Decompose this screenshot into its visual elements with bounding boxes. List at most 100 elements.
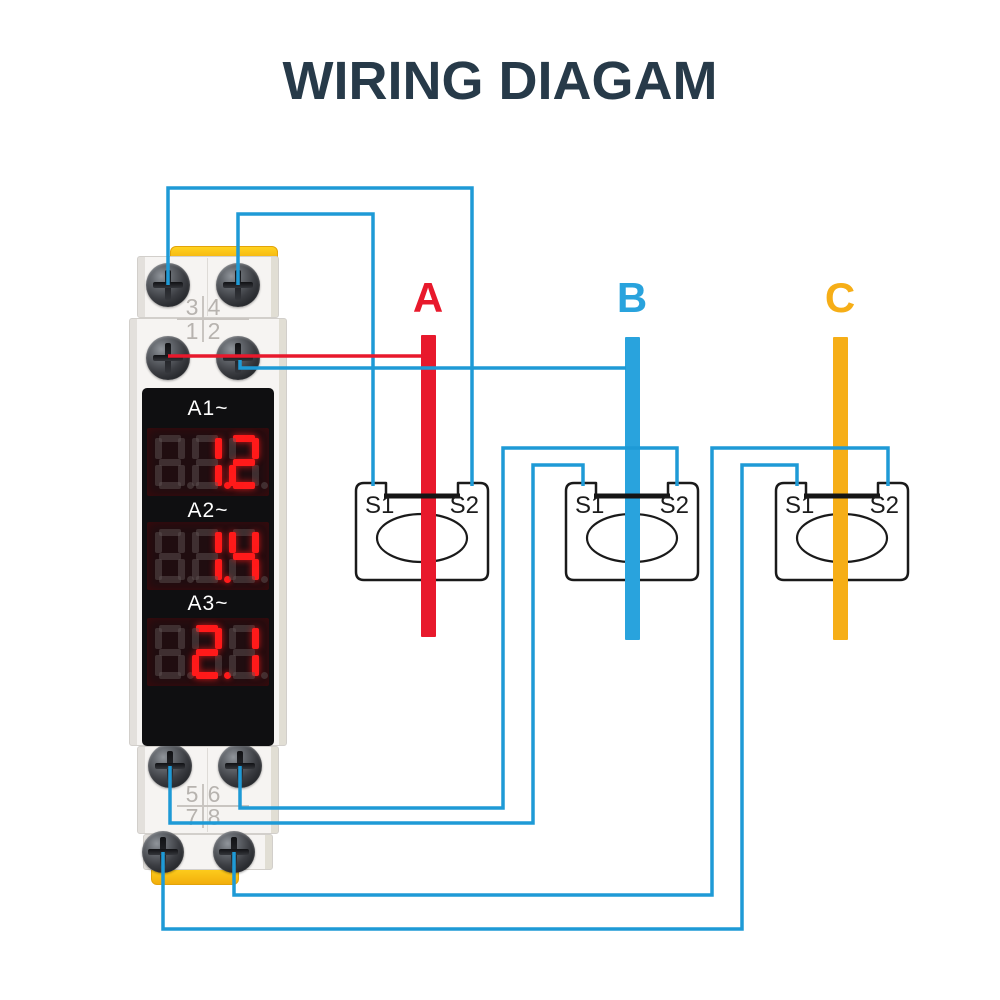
segment-b bbox=[214, 438, 222, 459]
segment-g bbox=[232, 459, 255, 466]
segment-e bbox=[228, 465, 236, 486]
segment-f bbox=[154, 628, 162, 649]
seven-seg-digit bbox=[191, 435, 231, 489]
segment-g bbox=[158, 553, 181, 560]
segment-f bbox=[228, 532, 236, 553]
ct-c-s1-label: S1 bbox=[785, 492, 814, 519]
seven-seg-digit bbox=[228, 529, 268, 583]
ct-b-s2-label: S2 bbox=[660, 492, 689, 519]
decimal-point bbox=[223, 482, 231, 489]
decimal-point bbox=[186, 482, 194, 489]
segment-b bbox=[251, 438, 259, 459]
wire-terminal4-to-ct-a-s1 bbox=[236, 212, 375, 486]
segment-c bbox=[251, 465, 259, 486]
seven-seg-digit bbox=[228, 625, 268, 679]
ct-a-s1-label: S1 bbox=[365, 492, 394, 519]
segment-c bbox=[251, 559, 259, 580]
segment-d bbox=[232, 482, 255, 489]
segment-g bbox=[232, 553, 255, 560]
terminal-block-seam bbox=[207, 748, 208, 832]
decimal-point bbox=[223, 672, 231, 679]
segment-c bbox=[177, 559, 185, 580]
terminal-screw-2 bbox=[216, 336, 260, 380]
terminal-number-6: 6 bbox=[207, 781, 221, 807]
wire-terminal3-to-ct-a-s2 bbox=[166, 186, 474, 486]
page-title: WIRING DIAGAM bbox=[282, 51, 718, 111]
segment-e bbox=[154, 465, 162, 486]
ct-c-s2-label: S2 bbox=[870, 492, 899, 519]
ct-a-s2-label: S2 bbox=[450, 492, 479, 519]
display-label-a2: A2~ bbox=[187, 499, 229, 522]
segment-a bbox=[232, 529, 255, 536]
segment-c bbox=[214, 559, 222, 580]
segment-f bbox=[228, 438, 236, 459]
segment-e bbox=[154, 559, 162, 580]
terminal-grid-divider bbox=[202, 296, 204, 342]
terminal-number-5: 5 bbox=[185, 781, 199, 807]
segment-b bbox=[214, 532, 222, 553]
segment-c bbox=[177, 465, 185, 486]
phase-c-conductor bbox=[833, 337, 848, 640]
segment-b bbox=[251, 628, 259, 649]
segment-e bbox=[191, 559, 199, 580]
segment-a bbox=[195, 435, 218, 442]
terminal-number-1: 1 bbox=[185, 318, 199, 344]
segment-g bbox=[158, 459, 181, 466]
segment-g bbox=[232, 649, 255, 656]
terminal-grid-divider bbox=[177, 318, 249, 320]
segment-c bbox=[214, 655, 222, 676]
segment-d bbox=[232, 576, 255, 583]
seven-seg-digit bbox=[191, 625, 231, 679]
seven-seg-digit bbox=[154, 625, 194, 679]
segment-b bbox=[251, 532, 259, 553]
segment-a bbox=[158, 435, 181, 442]
segment-a bbox=[232, 625, 255, 632]
terminal-grid-divider bbox=[177, 805, 249, 807]
segment-e bbox=[191, 465, 199, 486]
terminal-number-4: 4 bbox=[207, 294, 221, 320]
segment-g bbox=[195, 459, 218, 466]
segment-e bbox=[228, 655, 236, 676]
segment-d bbox=[158, 576, 181, 583]
decimal-point bbox=[186, 672, 194, 679]
segment-b bbox=[177, 532, 185, 553]
segment-d bbox=[158, 482, 181, 489]
segment-b bbox=[177, 628, 185, 649]
display-label-a1: A1~ bbox=[187, 397, 229, 420]
segment-d bbox=[195, 576, 218, 583]
segment-f bbox=[228, 628, 236, 649]
terminal-screw-1 bbox=[146, 336, 190, 380]
segment-b bbox=[214, 628, 222, 649]
wire-terminal8-to-ct-c-s2 bbox=[232, 446, 890, 897]
seven-seg-digit bbox=[154, 435, 194, 489]
segment-f bbox=[191, 628, 199, 649]
seven-segment-display-a1 bbox=[147, 428, 269, 496]
decimal-point bbox=[223, 576, 231, 583]
phase-a-conductor bbox=[421, 335, 436, 637]
decimal-point bbox=[260, 672, 268, 679]
seven-seg-digit bbox=[228, 435, 268, 489]
segment-a bbox=[158, 529, 181, 536]
display-panel: A1~ A2~ A3~ bbox=[142, 388, 274, 746]
segment-b bbox=[177, 438, 185, 459]
phase-a-label: A bbox=[413, 274, 443, 321]
terminal-number-3: 3 bbox=[185, 294, 199, 320]
seven-seg-digit bbox=[191, 529, 231, 583]
seven-segment-display-a2 bbox=[147, 522, 269, 590]
segment-e bbox=[191, 655, 199, 676]
segment-a bbox=[232, 435, 255, 442]
wire-terminal5-to-ct-b-s1 bbox=[168, 463, 585, 825]
terminal-number-2: 2 bbox=[207, 318, 221, 344]
decimal-point bbox=[260, 576, 268, 583]
segment-g bbox=[158, 649, 181, 656]
segment-e bbox=[228, 559, 236, 580]
segment-f bbox=[154, 438, 162, 459]
segment-f bbox=[154, 532, 162, 553]
decimal-point bbox=[260, 482, 268, 489]
decimal-point bbox=[186, 576, 194, 583]
segment-e bbox=[154, 655, 162, 676]
segment-a bbox=[158, 625, 181, 632]
ct-b-s1-label: S1 bbox=[575, 492, 604, 519]
